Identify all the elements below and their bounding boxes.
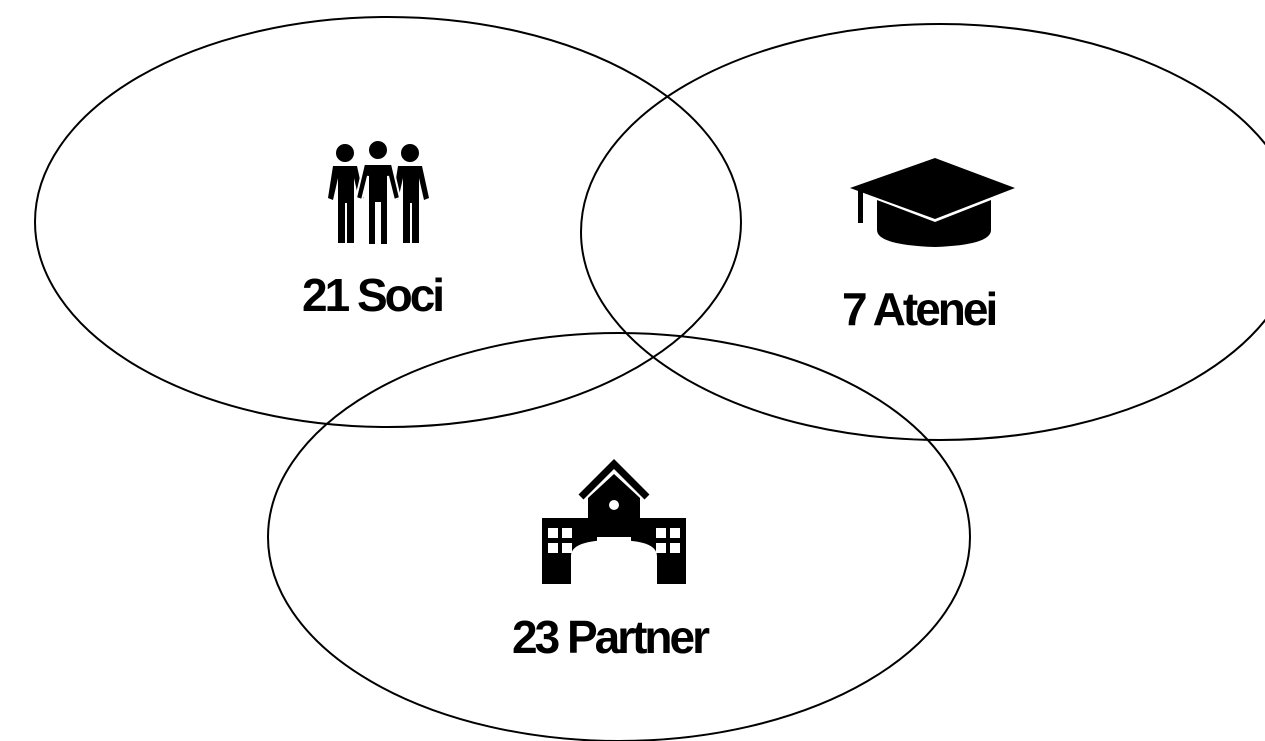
- set-soci-circle: [34, 16, 742, 428]
- set-atenei-label: 7 Atenei: [842, 283, 998, 335]
- people-group-icon: [328, 139, 429, 246]
- set-atenei-circle: [580, 23, 1265, 441]
- set-soci-label: 21 Soci: [302, 269, 445, 321]
- set-partner-circle: [267, 332, 971, 741]
- graduation-cap-icon: [850, 158, 1015, 247]
- school-building-icon: [542, 459, 686, 584]
- set-partner-label: 23 Partner: [512, 611, 710, 663]
